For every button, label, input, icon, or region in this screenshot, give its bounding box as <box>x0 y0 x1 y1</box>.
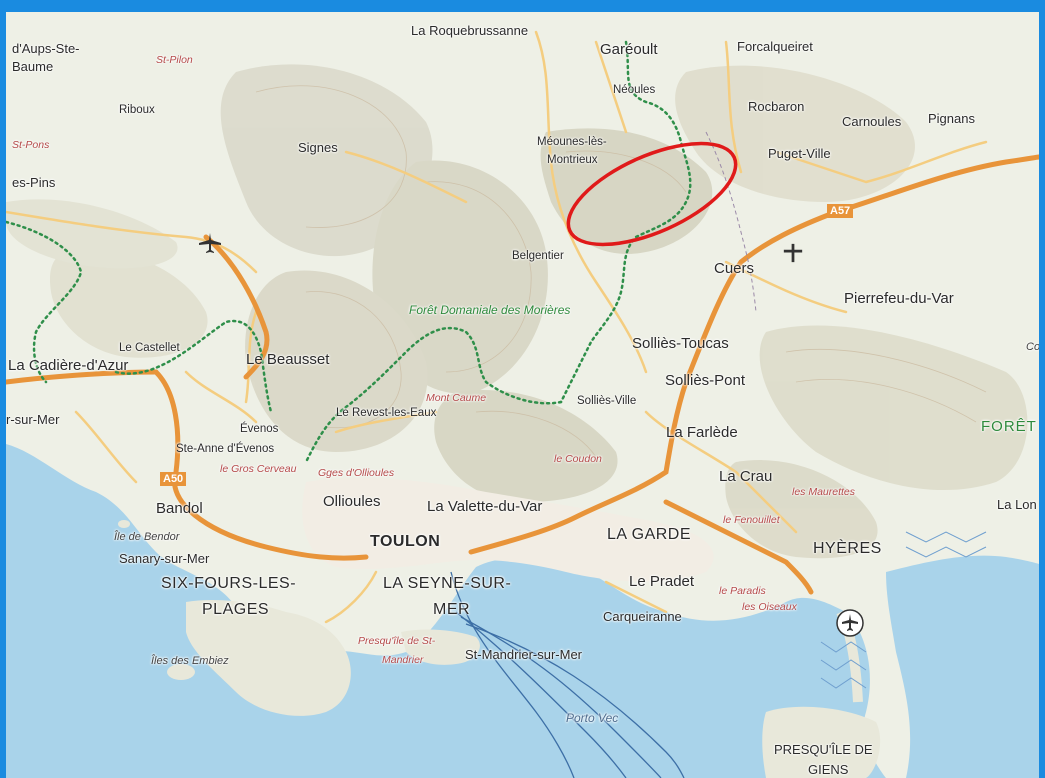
map-label-sollies-toucas: Solliès-Toucas <box>632 335 729 352</box>
map-label-la-garde: LA GARDE <box>607 526 692 543</box>
motorways <box>153 154 1039 595</box>
sea-east <box>886 555 1039 778</box>
sea-area <box>6 444 886 778</box>
map-label-presquile-st-1: Presqu'île de St- <box>358 635 436 647</box>
road-shield-a50: A50 <box>160 472 187 486</box>
map-label-le-pradet: Le Pradet <box>629 573 695 590</box>
map-label-gges-ollioules: Gges d'Ollioules <box>318 467 395 479</box>
map-label-sollies-ville: Solliès-Ville <box>577 395 637 407</box>
map-label-meounes-2: Montrieux <box>547 154 598 166</box>
st-mandrier-peninsula <box>401 629 480 665</box>
map-label-bandol: Bandol <box>156 500 203 517</box>
map-label-carqueiranne: Carqueiranne <box>603 609 682 624</box>
map-label-la-roquebrussanne: La Roquebrussanne <box>411 23 529 38</box>
map-label-foret-right: FORÊT <box>981 418 1037 435</box>
highlight-ellipse <box>566 141 738 247</box>
map-label-six-fours-1: SIX-FOURS-LES- <box>161 575 297 592</box>
embiez-island <box>167 664 195 680</box>
map-label-rocbaron: Rocbaron <box>748 99 805 114</box>
map-label-evenos: Évenos <box>240 423 279 435</box>
contour-lines <box>255 85 987 458</box>
map-label-la-farlede: La Farlède <box>666 424 738 441</box>
map-label-ile-bendor: Île de Bendor <box>114 531 180 543</box>
map-label-sur-mer: r-sur-Mer <box>6 412 60 427</box>
map-label-le-paradis: le Paradis <box>719 585 766 597</box>
road-shield-a57: A57 <box>827 204 854 218</box>
terrain-relief <box>6 64 1028 559</box>
map-label-toulon: TOULON <box>370 533 441 550</box>
map-label-pierrefeu: Pierrefeu-du-Var <box>844 290 954 307</box>
map-label-st-mandrier: St-Mandrier-sur-Mer <box>465 647 583 662</box>
map-label-foret-morieres: Forêt Domaniale des Morières <box>409 303 571 317</box>
map-label-le-castellet: Le Castellet <box>119 342 180 354</box>
map-label-les-oiseaux: les Oiseaux <box>742 601 797 613</box>
giens-peninsula <box>762 706 881 778</box>
map-label-la-seyne-1: LA SEYNE-SUR- <box>383 575 512 592</box>
map-label-es-pins: es-Pins <box>12 175 56 190</box>
map-label-gareoult: Garéoult <box>600 41 658 58</box>
map-label-sanary: Sanary-sur-Mer <box>119 551 210 566</box>
map-label-six-fours-2: PLAGES <box>202 601 270 618</box>
ferry-routes <box>450 571 685 778</box>
map-label-mont-caume: Mont Caume <box>426 392 487 404</box>
map-label-les-maurettes: les Maurettes <box>792 486 856 498</box>
peninsula <box>186 600 351 716</box>
map-label-presquile-giens-1: PRESQU'ÎLE DE <box>774 742 873 757</box>
map-label-iles-embiez: Îles des Embiez <box>151 655 229 667</box>
map-canvas <box>6 30 1039 778</box>
map-label-gros-cerveau: le Gros Cerveau <box>220 463 297 475</box>
map-label-le-fenouillet: le Fenouillet <box>723 514 780 526</box>
map-label-sollies-pont: Solliès-Pont <box>665 372 746 389</box>
map-label-riboux: Riboux <box>119 104 155 116</box>
map-label-baume: Baume <box>12 59 54 74</box>
map-label-col-right: Col <box>1026 341 1039 353</box>
map-label-carnoules: Carnoules <box>842 114 902 129</box>
map-label-presquile-giens-2: GIENS <box>808 762 849 777</box>
map-label-le-coudon: le Coudon <box>554 453 602 465</box>
map-label-ste-anne: Ste-Anne d'Évenos <box>176 443 275 455</box>
map-label-la-crau: La Crau <box>719 468 773 485</box>
boundary <box>705 131 757 313</box>
map-label-la-seyne-2: MER <box>433 601 471 618</box>
map-label-la-cadiere: La Cadière-d'Azur <box>8 357 129 374</box>
map-label-hyeres: HYÈRES <box>813 540 882 557</box>
bendor-island <box>118 520 130 528</box>
salt-marsh <box>820 531 987 689</box>
map-label-la-valette: La Valette-du-Var <box>427 498 543 515</box>
map-label-st-pons: St-Pons <box>12 139 50 151</box>
map-label-le-revest: Le Revest-les-Eaux <box>336 407 437 419</box>
map-label-ollioules: Ollioules <box>323 493 381 510</box>
map-label-aups-ste: d'Aups-Ste- <box>12 41 80 56</box>
urban-area <box>302 477 714 582</box>
map-label-presquile-st-2: Mandrier <box>382 654 424 666</box>
secondary-roads <box>6 30 988 624</box>
motorway-west <box>6 369 159 385</box>
map-label-cuers: Cuers <box>714 260 755 277</box>
map-label-belgentier: Belgentier <box>512 250 564 262</box>
map-label-forcalqueiret: Forcalqueiret <box>737 39 813 54</box>
map-label-st-pilon: St-Pilon <box>156 54 193 66</box>
map-label-neoules: Néoules <box>613 84 656 96</box>
map-label-signes: Signes <box>298 140 338 155</box>
map-label-porto-vecchio: Porto Vec <box>566 711 619 725</box>
map-label-puget-ville: Puget-Ville <box>768 146 831 161</box>
map-label-meounes-1: Méounes-lès- <box>537 136 607 148</box>
hiking-trails <box>6 40 692 464</box>
map-label-la-lon: La Lon <box>997 497 1037 512</box>
map-label-le-beausset: Le Beausset <box>246 351 330 368</box>
map-label-pignans: Pignans <box>928 111 975 126</box>
